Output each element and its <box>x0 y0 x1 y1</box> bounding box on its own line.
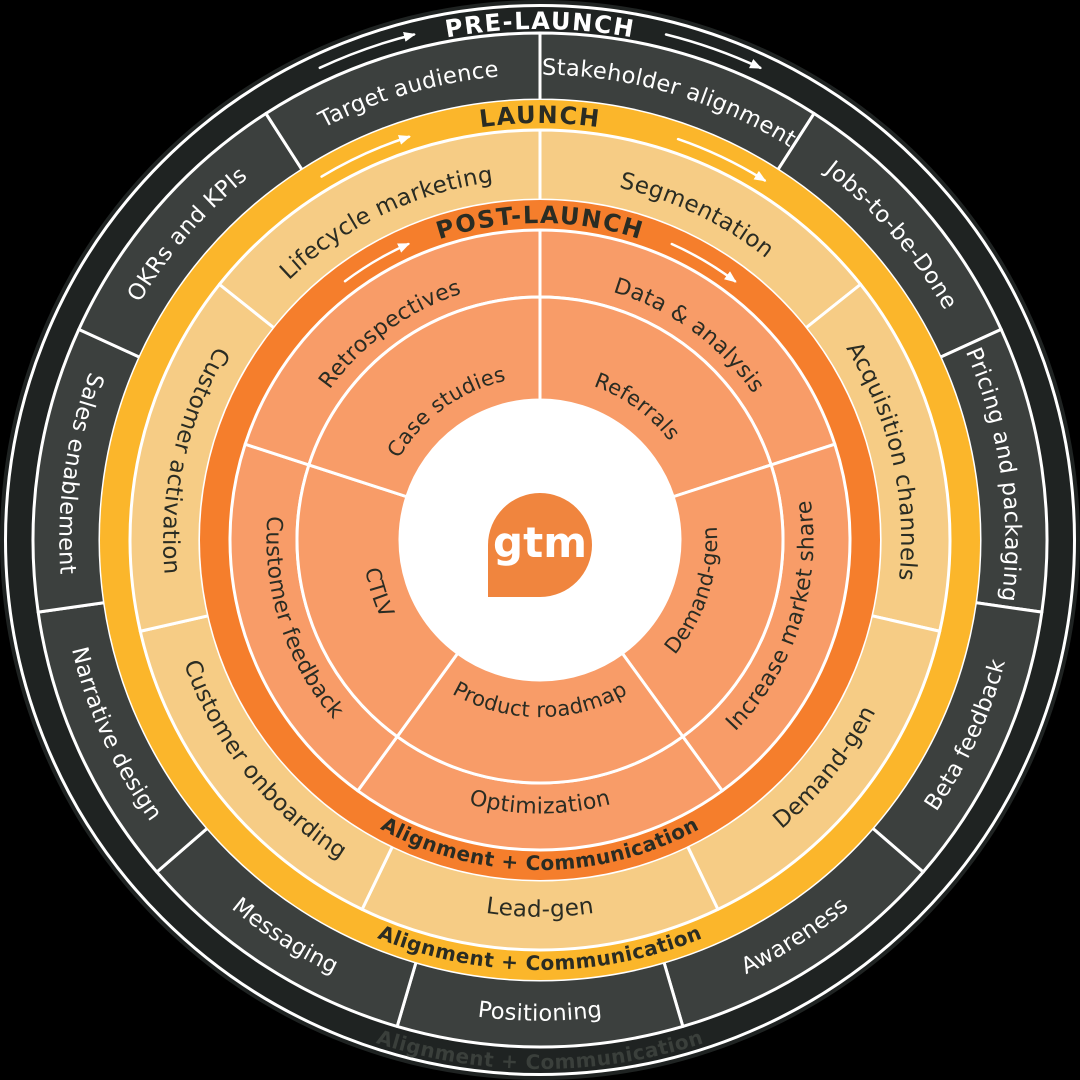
outer-outline-ring <box>4 4 1076 1076</box>
label-lead-gen: Lead-gen <box>485 893 596 923</box>
clockwise-arrow-icon-launch-left <box>320 135 411 178</box>
clockwise-arrow-icon-pre-launch-right <box>664 33 762 70</box>
post-launch-inner-topics-segment-referrals <box>538 295 773 499</box>
clockwise-arrow-icon-post-launch-right <box>670 242 737 283</box>
launch-topics-segment-lifecycle-marketing <box>217 128 542 330</box>
pre-launch-topics: Stakeholder alignmentJobs-to-be-DonePric… <box>31 31 1049 1049</box>
clockwise-arrow-icon-post-launch-left <box>343 242 411 283</box>
post-launch-inner-topics-segment-demand-gen <box>620 463 785 739</box>
clockwise-arrow-icon-launch-right <box>676 137 767 182</box>
clockwise-arrow-icon-pre-launch-left <box>318 32 416 70</box>
label-positioning: Positioning <box>477 997 604 1027</box>
post-launch-inner-topics-segment-case-studies <box>307 295 542 499</box>
gtm-logo-bubble-icon <box>488 493 592 597</box>
gtm-logo-text: gtm <box>493 518 587 567</box>
